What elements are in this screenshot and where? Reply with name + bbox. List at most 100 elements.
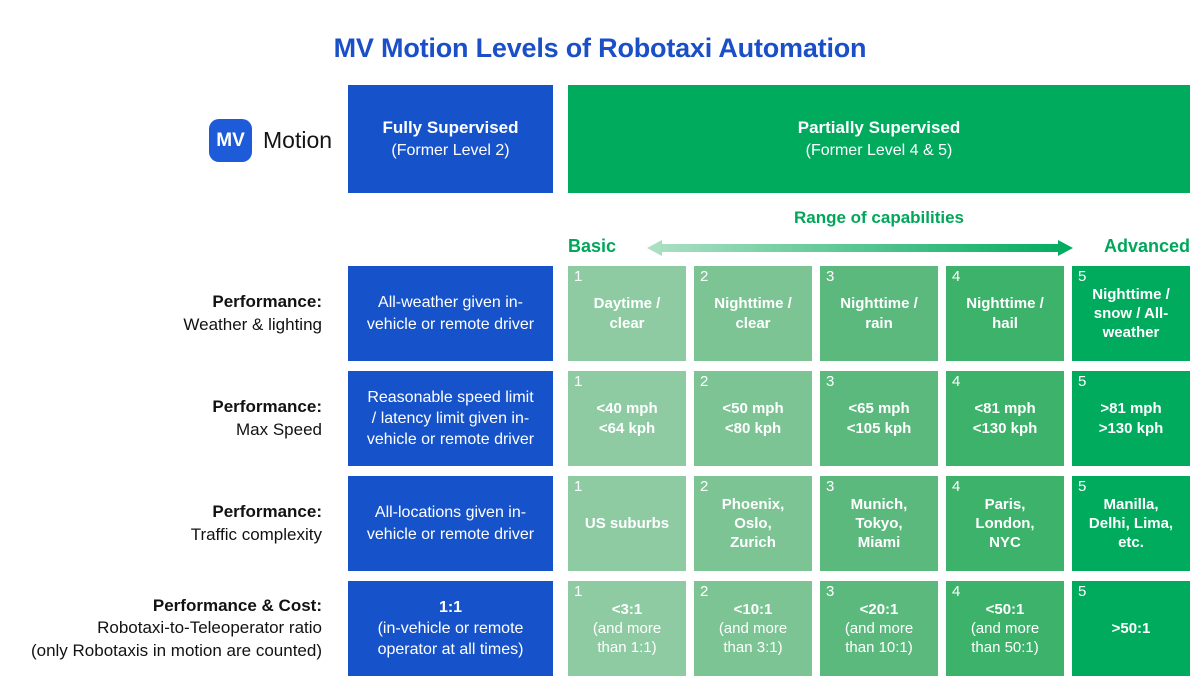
cell-sub-text: (and more than 50:1) xyxy=(970,619,1040,657)
gradient-arrow-icon xyxy=(647,240,1073,256)
cell-level-number: 1 xyxy=(574,268,583,285)
matrix-cell: 2 Phoenix, Oslo, Zurich xyxy=(694,476,812,571)
cell-main-text: Munich, Tokyo, Miami xyxy=(850,495,908,552)
cell-level-number: 1 xyxy=(574,478,583,495)
cell-level-number: 2 xyxy=(700,478,709,495)
cell-main-text: Nighttime / clear xyxy=(714,295,792,332)
cell-level-number: 5 xyxy=(1078,373,1087,390)
cell-main-text: <50 mph <80 kph xyxy=(722,400,784,437)
cell-level-number: 4 xyxy=(952,268,961,285)
cell-sub-text: (and more than 1:1) xyxy=(592,619,662,657)
fully-supervised-title: Fully Supervised xyxy=(382,117,519,137)
row-label-max-speed: Performance: Max Speed xyxy=(0,371,322,466)
cell-level-number: 3 xyxy=(826,583,835,600)
matrix-cell: 5 >50:1 xyxy=(1072,581,1190,676)
cell-main-text: <65 mph <105 kph xyxy=(846,400,912,437)
cell-level-number: 1 xyxy=(574,373,583,390)
logo-label: Motion xyxy=(263,127,333,153)
blue-box-bold: 1:1 xyxy=(438,598,463,616)
cell-level-number: 2 xyxy=(700,373,709,390)
cell-main-text: Paris, London, NYC xyxy=(975,495,1035,552)
matrix-cell: 3 Nighttime / rain xyxy=(820,266,938,361)
partially-supervised-subtitle: (Former Level 4 & 5) xyxy=(805,141,953,159)
fully-supervised-header: Fully Supervised (Former Level 2) xyxy=(348,85,553,193)
row-label-weather-lighting: Performance: Weather & lighting xyxy=(0,266,322,361)
row-label-robotaxi-ratio: Performance & Cost: Robotaxi-to-Teleoper… xyxy=(0,581,322,676)
matrix-cell: 3 <20:1(and more than 10:1) xyxy=(820,581,938,676)
cell-main-text: Nighttime / rain xyxy=(840,295,918,332)
cell-main-text: <40 mph <64 kph xyxy=(596,400,658,437)
cell-level-number: 3 xyxy=(826,373,835,390)
cell-main-text: >50:1 xyxy=(1111,619,1151,637)
row-label-title: Performance: xyxy=(212,397,322,417)
row-label-title: Performance: xyxy=(212,502,322,522)
row-label-line: Robotaxi-to-Teleoperator ratio xyxy=(97,618,322,638)
matrix-cell: 5 >81 mph >130 kph xyxy=(1072,371,1190,466)
cell-level-number: 4 xyxy=(952,583,961,600)
matrix-cell: 4 <81 mph <130 kph xyxy=(946,371,1064,466)
cell-level-number: 5 xyxy=(1078,583,1087,600)
basic-label: Basic xyxy=(568,236,617,256)
supervised-capability-box: All-locations given in- vehicle or remot… xyxy=(348,476,553,571)
matrix-cell: 3 Munich, Tokyo, Miami xyxy=(820,476,938,571)
mv-motion-logo: MV Motion xyxy=(209,119,332,162)
matrix-cell: 4 Paris, London, NYC xyxy=(946,476,1064,571)
matrix-cell: 2 <50 mph <80 kph xyxy=(694,371,812,466)
partially-supervised-header: Partially Supervised (Former Level 4 & 5… xyxy=(568,85,1190,193)
cell-level-number: 5 xyxy=(1078,478,1087,495)
cell-main-text: Nighttime / snow / All- weather xyxy=(1092,285,1170,342)
cell-sub-text: (and more than 10:1) xyxy=(844,619,914,657)
cell-sub-text: (and more than 3:1) xyxy=(718,619,788,657)
cell-main-text: Manilla, Delhi, Lima, etc. xyxy=(1088,495,1174,552)
row-label-title: Performance & Cost: xyxy=(152,595,322,615)
matrix-cell: 1 <40 mph <64 kph xyxy=(568,371,686,466)
partially-supervised-title: Partially Supervised xyxy=(797,117,961,137)
row-label-title: Performance: xyxy=(212,292,322,312)
range-of-capabilities-label: Range of capabilities xyxy=(793,208,965,227)
cell-main-text: US suburbs xyxy=(584,514,670,532)
page-title: MV Motion Levels of Robotaxi Automation xyxy=(333,33,867,63)
blue-box-text: All-locations given in- vehicle or remot… xyxy=(366,504,535,543)
cell-main-text: <81 mph <130 kph xyxy=(972,400,1038,437)
matrix-cell: 1 US suburbs xyxy=(568,476,686,571)
matrix-cell: 1 <3:1(and more than 1:1) xyxy=(568,581,686,676)
cell-main-text: <50:1 xyxy=(985,600,1025,618)
supervised-capability-box: Reasonable speed limit / latency limit g… xyxy=(348,371,553,466)
cell-level-number: 5 xyxy=(1078,268,1087,285)
cell-level-number: 2 xyxy=(700,583,709,600)
row-label-traffic-complexity: Performance: Traffic complexity xyxy=(0,476,322,571)
row-label-line: Weather & lighting xyxy=(183,314,322,334)
row-label-line: Max Speed xyxy=(236,419,322,439)
matrix-cell: 2 <10:1(and more than 3:1) xyxy=(694,581,812,676)
supervised-capability-box: 1:1 (in-vehicle or remote operator at al… xyxy=(348,581,553,676)
cell-main-text: Daytime / clear xyxy=(593,295,661,332)
cell-level-number: 4 xyxy=(952,373,961,390)
mv-logo-icon: MV xyxy=(209,119,252,162)
matrix-cell: 4 <50:1(and more than 50:1) xyxy=(946,581,1064,676)
row-label-line: Traffic complexity xyxy=(190,524,322,544)
cell-level-number: 2 xyxy=(700,268,709,285)
cell-main-text: Phoenix, Oslo, Zurich xyxy=(721,495,785,552)
cell-level-number: 3 xyxy=(826,268,835,285)
cell-main-text: >81 mph >130 kph xyxy=(1098,400,1164,437)
cell-level-number: 3 xyxy=(826,478,835,495)
cell-level-number: 4 xyxy=(952,478,961,495)
blue-box-text: (in-vehicle or remote operator at all ti… xyxy=(377,619,524,659)
fully-supervised-subtitle: (Former Level 2) xyxy=(391,141,510,159)
blue-box-text: All-weather given in- vehicle or remote … xyxy=(366,294,535,333)
cell-main-text: <3:1 xyxy=(611,600,643,618)
blue-box-text: Reasonable speed limit / latency limit g… xyxy=(366,388,535,449)
supervised-capability-box: All-weather given in- vehicle or remote … xyxy=(348,266,553,361)
cell-main-text: Nighttime / hail xyxy=(966,295,1044,332)
row-label-line: (only Robotaxis in motion are counted) xyxy=(30,640,322,660)
matrix-cell: 4 Nighttime / hail xyxy=(946,266,1064,361)
advanced-label: Advanced xyxy=(1103,236,1190,256)
matrix-cell: 5 Manilla, Delhi, Lima, etc. xyxy=(1072,476,1190,571)
cell-main-text: <10:1 xyxy=(733,600,773,618)
matrix-cell: 3 <65 mph <105 kph xyxy=(820,371,938,466)
cell-level-number: 1 xyxy=(574,583,583,600)
cell-main-text: <20:1 xyxy=(859,600,899,618)
matrix-cell: 2 Nighttime / clear xyxy=(694,266,812,361)
matrix-cell: 5 Nighttime / snow / All- weather xyxy=(1072,266,1190,361)
